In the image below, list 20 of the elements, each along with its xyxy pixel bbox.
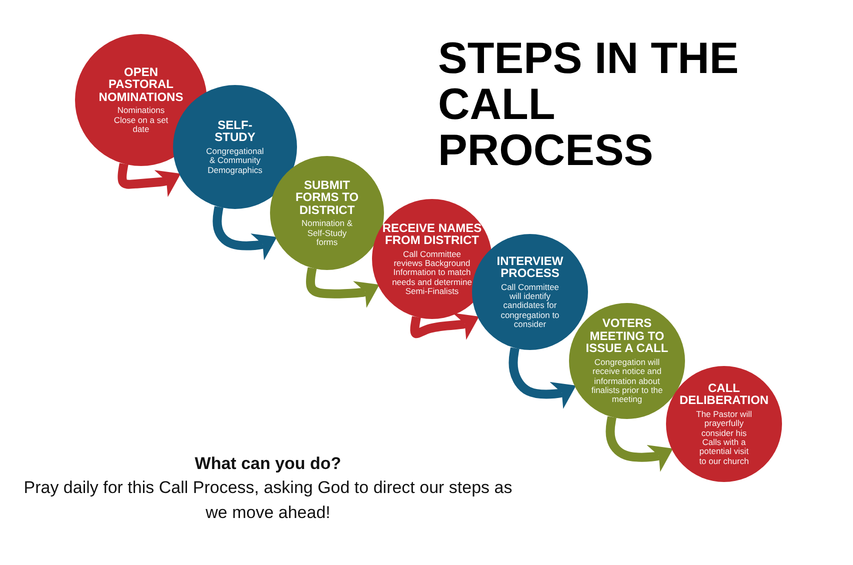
step-title: SELF-STUDY [214,118,256,144]
step-title: RECEIVE NAMES FROM DISTRICT [381,222,483,247]
step-description: The Pastor will prayerfully consider his Calls with a potential visit to our church [695,410,753,466]
step-title: SUBMIT FORMS TO DISTRICT [294,178,360,216]
step-description: Call Committee will identify candidates for congregation to consider [500,282,560,330]
step-description: Call Committee reviews Background Information to match needs and determine Semi-Finalists [391,250,473,296]
step-title: CALL DELIBERATION [679,382,769,408]
step-description: Congregation will receive notice and information about finalists prior to the meeting [590,358,664,405]
step-title: INTERVIEW PROCESS [496,254,564,280]
curved-arrow [118,162,181,197]
step-title: OPEN PASTORAL NOMINATIONS [98,66,184,104]
curved-arrow [410,313,480,340]
note-text: Pray daily for this Call Process, asking God to direct our steps as we move ahead! [22,477,514,524]
step-title: VOTERS MEETING TO ISSUE A CALL [584,317,670,356]
question-heading: What can you do? [194,453,342,475]
step-description: Nomination & Self-Study forms [300,219,354,248]
step-description: Nominations Close on a set date [112,106,170,134]
curved-arrow [306,267,380,308]
step-description: Congregational & Community Demographics [205,147,265,176]
title: STEPS IN THE CALL PROCESS [438,36,740,175]
